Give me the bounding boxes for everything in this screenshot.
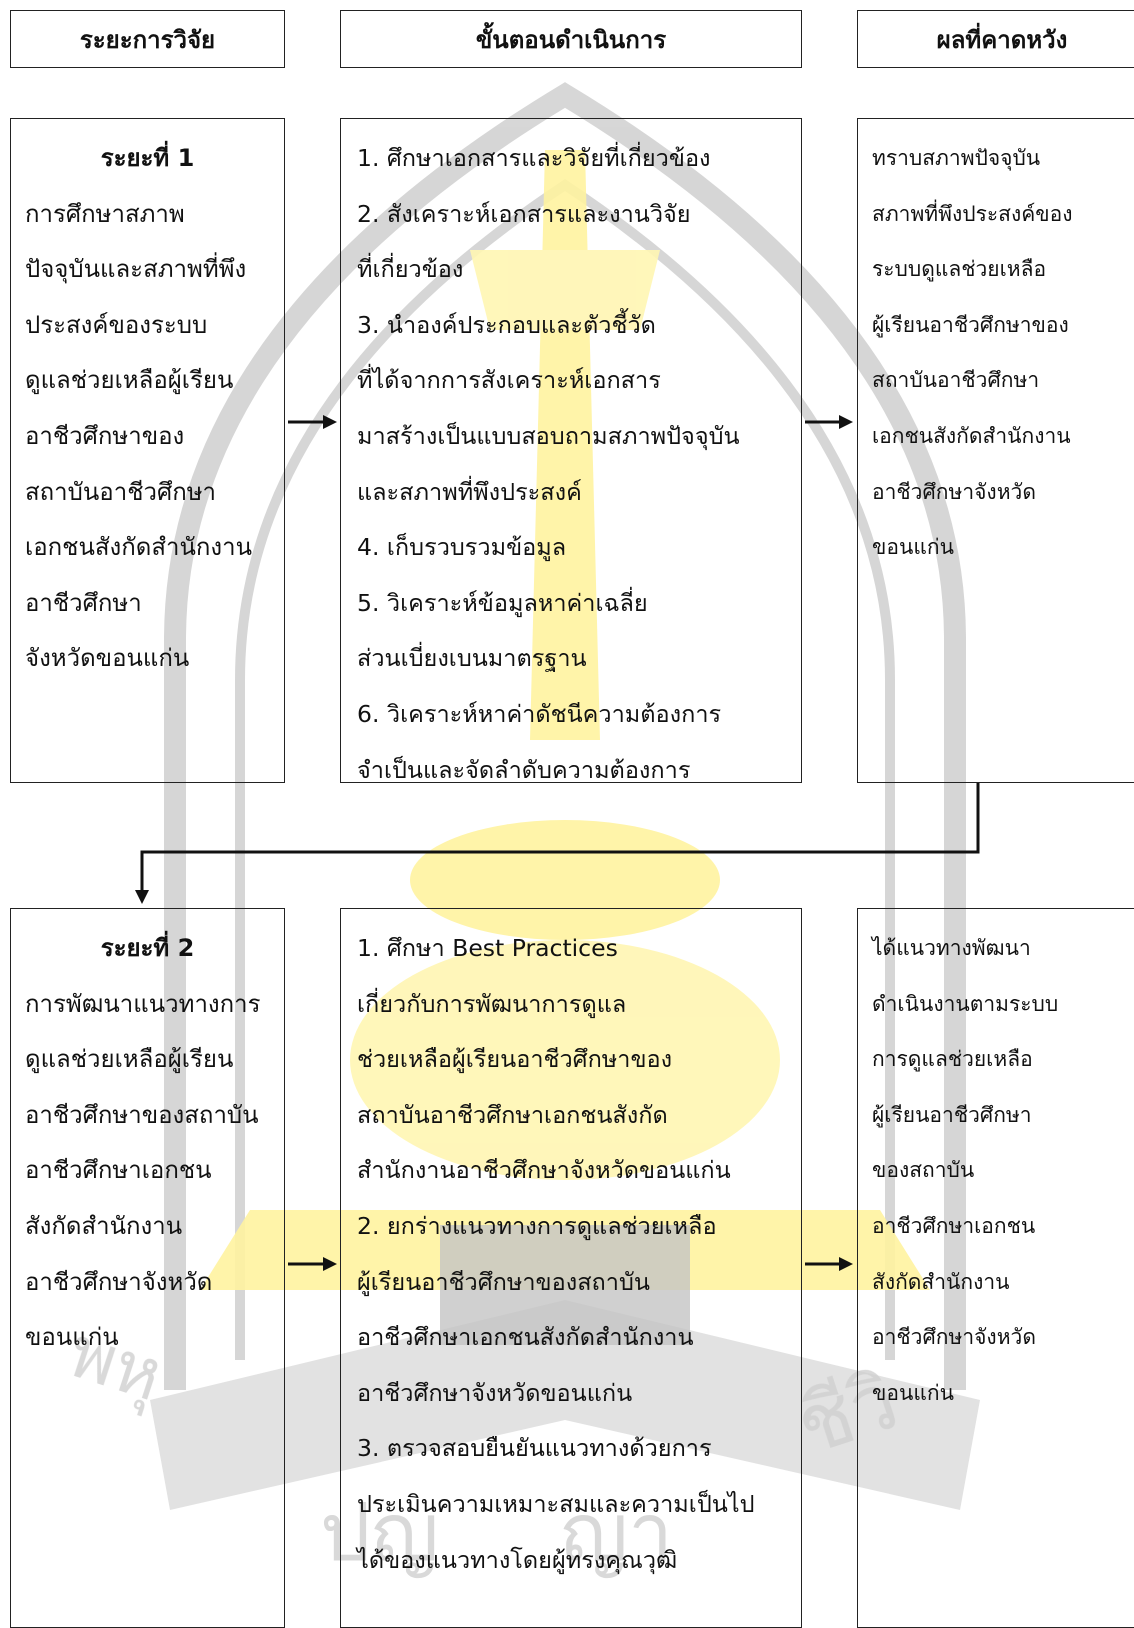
phase-2-procedure-line: 2. ยกร่างแนวทางการดูแลช่วยเหลือ xyxy=(357,1211,717,1240)
phase-2-expected-line: ดำเนินงานตามระบบ xyxy=(872,991,1059,1016)
phase-1-expected-line: อาชีวศึกษาจังหวัด xyxy=(872,479,1036,504)
phase-1-desc-line: จังหวัดขอนแก่น xyxy=(25,644,190,673)
phase-1-desc-line: การศึกษาสภาพ xyxy=(25,199,185,228)
phase-2-desc-line: สังกัดสำนักงาน xyxy=(25,1211,183,1240)
header-expected: ผลที่คาดหวัง xyxy=(857,10,1134,68)
header-phase-label: ระยะการวิจัย xyxy=(79,25,216,54)
phase-2-procedure-line: ผู้เรียนอาชีวศึกษาของสถาบัน xyxy=(357,1267,650,1296)
phase-2-expected-line: ของสถาบัน xyxy=(872,1158,975,1183)
phase-1-procedure-line: 1. ศึกษาเอกสารและวิจัยที่เกี่ยวข้อง xyxy=(357,144,711,172)
phase-2-title: ระยะที่ 2 xyxy=(100,934,195,962)
phase-1-procedure-line: 4. เก็บรวบรวมข้อมูล xyxy=(357,533,567,562)
phase-2-box: ระยะที่ 2 การพัฒนาแนวทางการ ดูแลช่วยเหลื… xyxy=(10,908,285,1628)
header-expected-label: ผลที่คาดหวัง xyxy=(936,25,1068,54)
phase-1-procedure-line: จำเป็นและจัดลำดับความต้องการ xyxy=(357,755,691,784)
phase-1-expected-line: ทราบสภาพปัจจุบัน xyxy=(872,146,1041,170)
phase-1-procedure-line: ที่เกี่ยวข้อง xyxy=(357,255,464,284)
phase-1-title: ระยะที่ 1 xyxy=(100,144,195,172)
phase-1-procedure-line: 3. นำองค์ประกอบและตัวชี้วัด xyxy=(357,310,656,339)
phase-2-desc-line: ดูแลช่วยเหลือผู้เรียน xyxy=(25,1045,234,1074)
header-procedure-label: ขั้นตอนดำเนินการ xyxy=(475,25,667,54)
phase-2-expected-line: ขอนแก่น xyxy=(872,1380,954,1405)
phase-1-expected-box: ทราบสภาพปัจจุบัน สภาพที่พึงประสงค์ของ ระ… xyxy=(857,118,1134,783)
svg-text:ปญ: ปญ xyxy=(320,1486,439,1579)
phase-2-expected-line: อาชีวศึกษาจังหวัด xyxy=(872,1325,1036,1350)
phase-2-procedure-line: เกี่ยวกับการพัฒนาการดูแล xyxy=(357,989,627,1018)
phase-1-procedure-box: 1. ศึกษาเอกสารและวิจัยที่เกี่ยวข้อง 2. ส… xyxy=(340,118,802,784)
phase-1-desc-line: ดูแลช่วยเหลือผู้เรียน xyxy=(25,366,234,395)
phase-2-expected-line: ได้แนวทางพัฒนา xyxy=(872,936,1031,960)
phase-2-procedure-line: 1. ศึกษา Best Practices xyxy=(357,934,618,962)
header-phase: ระยะการวิจัย xyxy=(10,10,285,68)
phase-1-procedure-line: มาสร้างเป็นแบบสอบถามสภาพปัจจุบัน xyxy=(357,421,740,450)
phase-2-procedure-line: 3. ตรวจสอบยืนยันแนวทางด้วยการ xyxy=(357,1434,712,1463)
phase-1-procedure-line: 6. วิเคราะห์หาค่าดัชนีความต้องการ xyxy=(357,699,722,728)
phase-2-procedure-line: สถาบันอาชีวศึกษาเอกชนสังกัด xyxy=(357,1100,668,1129)
phase-1-desc-line: อาชีวศึกษา xyxy=(25,588,142,617)
phase-2-desc-line: อาชีวศึกษาของสถาบัน xyxy=(25,1100,259,1129)
phase-1-procedure-line: และสภาพที่พึงประสงค์ xyxy=(357,477,582,506)
phase-2-procedure-box: 1. ศึกษา Best Practices เกี่ยวกับการพัฒน… xyxy=(340,908,802,1628)
phase-1-procedure-line: ส่วนเบี่ยงเบนมาตรฐาน xyxy=(357,644,587,673)
phase-2-procedure-line: ประเมินความเหมาะสมและความเป็นไป xyxy=(357,1489,755,1518)
phase-1-expected-line: เอกชนสังกัดสำนักงาน xyxy=(872,423,1071,448)
phase-1-desc-line: ประสงค์ของระบบ xyxy=(25,310,208,339)
phase-1-procedure-line: 2. สังเคราะห์เอกสารและงานวิจัย xyxy=(357,199,691,228)
phase-2-expected-line: การดูแลช่วยเหลือ xyxy=(872,1047,1033,1072)
phase-2-expected-box: ได้แนวทางพัฒนา ดำเนินงานตามระบบ การดูแลช… xyxy=(857,908,1134,1628)
phase-1-procedure-line: ที่ได้จากการสังเคราะห์เอกสาร xyxy=(357,366,661,395)
phase-1-desc-line: ปัจจุบันและสภาพที่พึง xyxy=(25,255,247,284)
phase-1-expected-line: ผู้เรียนอาชีวศึกษาของ xyxy=(872,312,1069,337)
phase-2-expected-line: สังกัดสำนักงาน xyxy=(872,1269,1010,1294)
phase-2-expected-line: อาชีวศึกษาเอกชน xyxy=(872,1213,1036,1238)
phase-1-expected-line: สถาบันอาชีวศึกษา xyxy=(872,368,1040,393)
phase-2-procedure-line: อาชีวศึกษาเอกชนสังกัดสำนักงาน xyxy=(357,1323,694,1352)
phase-1-expected-line: ขอนแก่น xyxy=(872,535,954,560)
phase-1-desc-line: อาชีวศึกษาของ xyxy=(25,421,185,450)
phase-2-desc-line: ขอนแก่น xyxy=(25,1323,119,1352)
phase-2-procedure-line: อาชีวศึกษาจังหวัดขอนแก่น xyxy=(357,1378,633,1407)
phase-2-procedure-line: ได้ของแนวทางโดยผู้ทรงคุณวุฒิ xyxy=(357,1545,678,1574)
phase-2-procedure-line: ช่วยเหลือผู้เรียนอาชีวศึกษาของ xyxy=(357,1045,673,1074)
phase-1-desc-line: สถาบันอาชีวศึกษา xyxy=(25,477,217,506)
phase-1-expected-line: ระบบดูแลช่วยเหลือ xyxy=(872,257,1047,282)
svg-text:ญา: ญา xyxy=(560,1486,673,1579)
header-procedure: ขั้นตอนดำเนินการ xyxy=(340,10,802,68)
phase-1-expected-line: สภาพที่พึงประสงค์ของ xyxy=(872,201,1073,226)
phase-1-procedure-line: 5. วิเคราะห์ข้อมูลหาค่าเฉลี่ย xyxy=(357,588,648,617)
phase-2-procedure-line: สำนักงานอาชีวศึกษาจังหวัดขอนแก่น xyxy=(357,1156,731,1185)
phase-2-desc-line: อาชีวศึกษาเอกชน xyxy=(25,1156,212,1185)
phase-2-desc-line: อาชีวศึกษาจังหวัด xyxy=(25,1267,213,1296)
phase-2-desc-line: การพัฒนาแนวทางการ xyxy=(25,989,261,1018)
phase-2-expected-line: ผู้เรียนอาชีวศึกษา xyxy=(872,1102,1032,1127)
phase-1-box: ระยะที่ 1 การศึกษาสภาพ ปัจจุบันและสภาพที… xyxy=(10,118,285,783)
phase-1-desc-line: เอกชนสังกัดสำนักงาน xyxy=(25,533,252,562)
